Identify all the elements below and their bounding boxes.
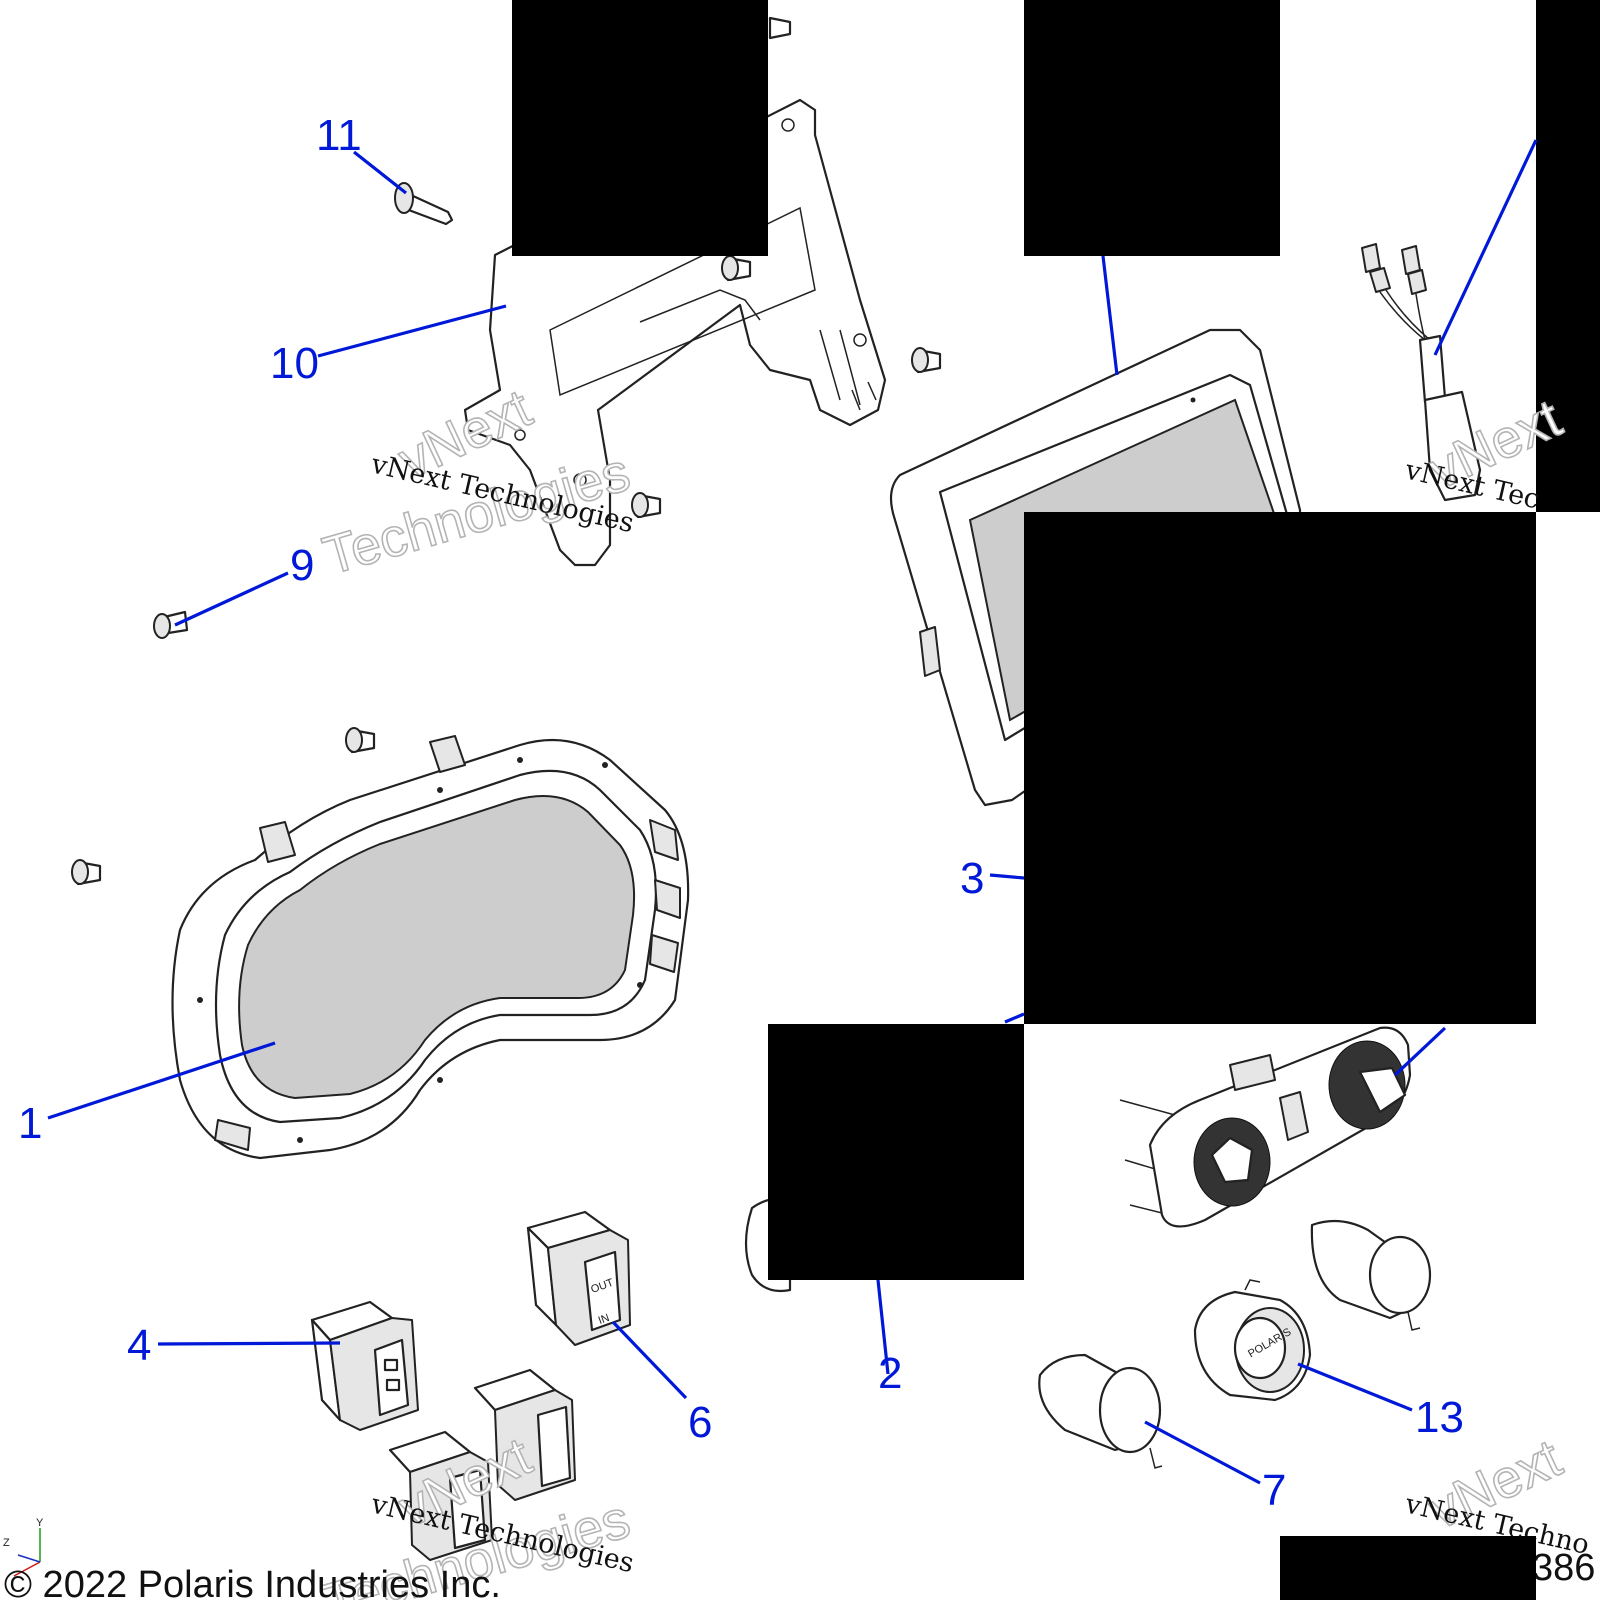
- rocker-switch-6: OUT IN: [526, 1210, 631, 1346]
- rocker-switch-4: [310, 1300, 419, 1431]
- callout-6: 6: [688, 1398, 712, 1447]
- callout-9: 9: [290, 541, 314, 590]
- switch-bracket-a: [388, 1430, 493, 1561]
- screw-bracket-c: [631, 492, 662, 519]
- screw-cluster-a: [345, 727, 376, 754]
- leader-lines: [47, 139, 1538, 1485]
- climate-control-panel: [1119, 1026, 1412, 1228]
- redaction-block: [1536, 0, 1600, 512]
- axis-y-label: Y: [36, 1517, 44, 1529]
- redaction-block: [768, 1024, 1024, 1280]
- copyright-text: © 2022 Polaris Industries Inc.: [4, 1564, 501, 1600]
- switch-in-text: IN: [597, 1312, 611, 1327]
- callout-labels: 1 2 3 4 6 7 9 10 11 13: [18, 111, 1464, 1515]
- redaction-block: [1024, 512, 1536, 1024]
- axis-z-label: Z: [3, 1537, 10, 1549]
- screw-9: [153, 610, 189, 639]
- screw-11: [394, 182, 454, 226]
- wire-harness: [1361, 243, 1482, 502]
- instrument-cluster: [171, 735, 690, 1160]
- power-outlet-7: [1038, 1353, 1163, 1469]
- screw-bracket-a: [721, 255, 752, 282]
- callout-10: 10: [270, 339, 319, 388]
- switch-bracket-b: [473, 1368, 576, 1501]
- redaction-block: [1024, 0, 1280, 256]
- usb-charger-13: POLARIS: [1193, 1279, 1312, 1402]
- callout-1: 1: [18, 1099, 42, 1148]
- axis-triad: Y Z: [3, 1517, 44, 1577]
- screw-bracket-b: [911, 347, 942, 374]
- callout-13: 13: [1415, 1393, 1464, 1442]
- screw-cluster-b: [71, 859, 102, 886]
- callout-2: 2: [878, 1349, 902, 1398]
- figure-number: 386: [1532, 1547, 1595, 1589]
- callout-7: 7: [1262, 1466, 1286, 1515]
- callout-4: 4: [127, 1321, 151, 1370]
- callout-11: 11: [316, 111, 362, 160]
- power-outlet-right: [1310, 1219, 1432, 1331]
- callout-3: 3: [960, 854, 984, 903]
- redaction-block: [512, 0, 768, 256]
